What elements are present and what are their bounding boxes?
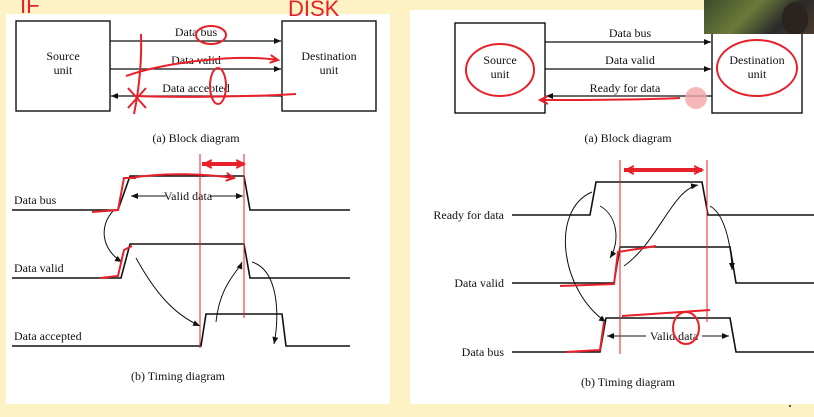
destination-unit-label: Destination (301, 49, 356, 63)
timing-label-ready-for-data: Ready for data (433, 208, 504, 222)
stray-mark (789, 405, 791, 407)
valid-data-label: Valid data (164, 189, 213, 203)
destination-unit-label: Destination (729, 53, 784, 67)
timing-annotation-marks (92, 154, 244, 348)
timing-waveforms (512, 182, 814, 352)
data-accepted-arrow-label: Data accepted (162, 81, 230, 95)
right-diagram: Source unit Destination unit Data bus Da… (410, 10, 814, 404)
source-unit-label-2: unit (54, 63, 73, 77)
timing-label-data-valid: Data valid (454, 276, 504, 290)
timing-label-data-bus: Data bus (14, 193, 57, 207)
source-unit-label-2: unit (491, 67, 510, 81)
destination-unit-label-2: unit (320, 63, 339, 77)
ready-for-data-waveform (512, 182, 814, 215)
timing-diagram-caption: (b) Timing diagram (131, 369, 226, 383)
webcam-overlay (704, 0, 814, 34)
ready-for-data-arrow-label: Ready for data (590, 81, 661, 95)
block-diagram-caption: (a) Block diagram (584, 131, 672, 145)
block-diagram-caption: (a) Block diagram (152, 131, 240, 145)
data-valid-waveform (512, 247, 814, 283)
source-unit-label: Source (46, 49, 79, 63)
source-unit-label: Source (483, 53, 516, 67)
cursor-highlight (685, 87, 707, 109)
data-bus-arrow-label: Data bus (609, 26, 652, 40)
strobe-handshake-panel: Source unit Destination unit Data bus Da… (6, 14, 390, 404)
left-diagram: Source unit Destination unit Data bus Da… (6, 14, 390, 404)
handshake-panel: Source unit Destination unit Data bus Da… (410, 10, 814, 404)
timing-label-data-bus: Data bus (462, 345, 505, 359)
presenter-image (782, 2, 808, 34)
timing-label-data-valid: Data valid (14, 261, 64, 275)
block-annotation-marks (126, 26, 296, 114)
timing-label-data-accepted: Data accepted (14, 329, 82, 343)
data-valid-arrow-label: Data valid (605, 53, 655, 67)
timing-causal-arrows (104, 196, 277, 344)
destination-unit-label-2: unit (748, 67, 767, 81)
timing-diagram-caption: (b) Timing diagram (581, 375, 676, 389)
